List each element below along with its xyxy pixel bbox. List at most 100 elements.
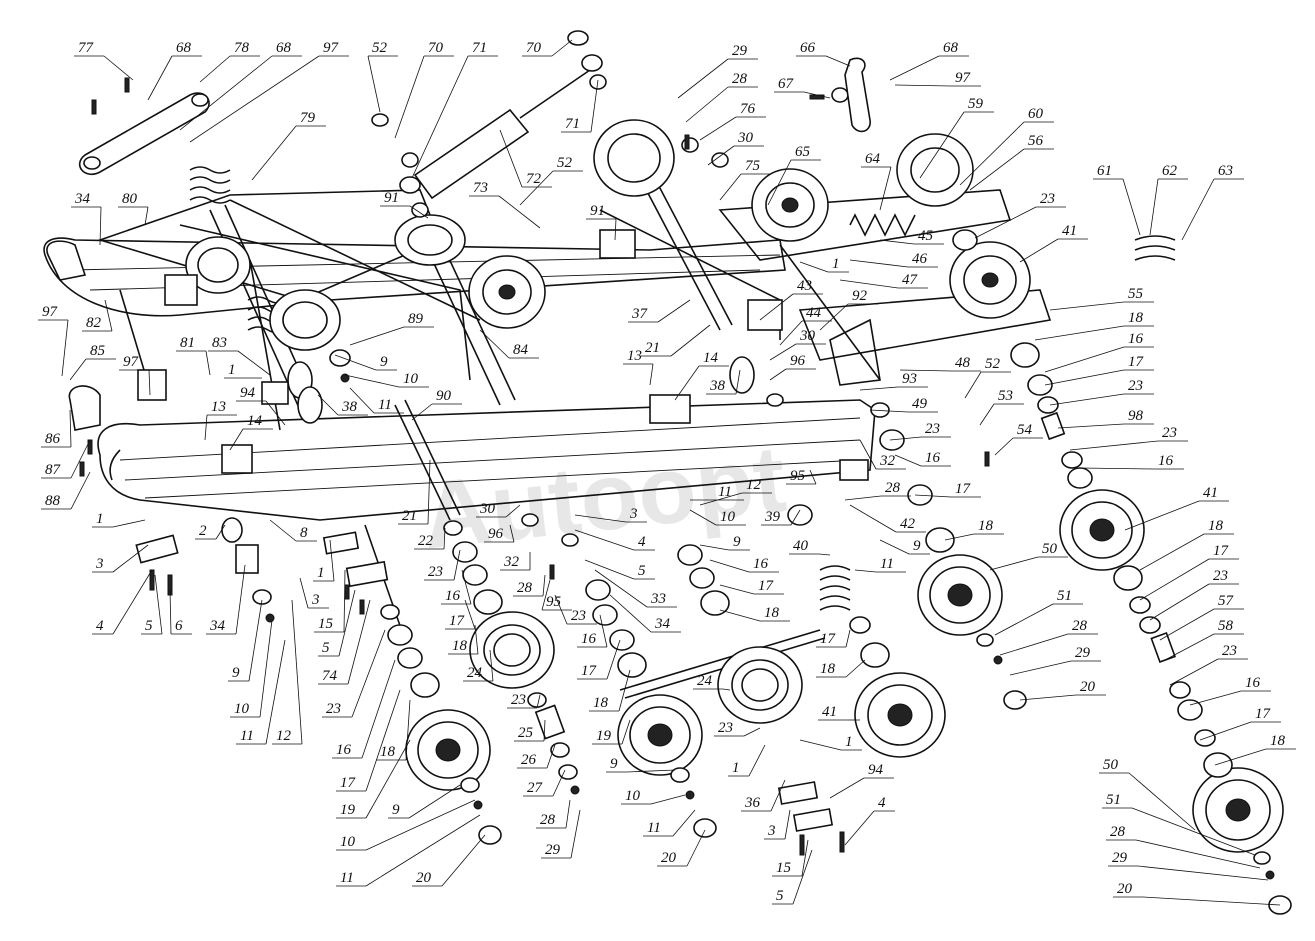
callout-leader — [994, 603, 1054, 636]
callout-number: 63 — [1218, 163, 1233, 179]
mounting-brackets — [135, 229, 869, 832]
callout-number: 21 — [645, 340, 660, 356]
callout-leader — [367, 55, 381, 113]
callout-number: 23 — [925, 421, 940, 437]
callout-24: 24 — [463, 649, 494, 682]
callout-5: 5 — [141, 574, 163, 635]
callout-52: 52 — [964, 356, 1011, 399]
callout-leader — [801, 839, 809, 877]
callout-52: 52 — [367, 40, 398, 113]
callout-65: 65 — [767, 144, 821, 206]
callout-91: 91 — [586, 203, 617, 241]
callout-95: 95 — [541, 579, 572, 611]
callout-number: 10 — [340, 834, 356, 850]
callout-number: 20 — [1080, 679, 1096, 695]
callout-number: 23 — [326, 701, 341, 717]
callout-67: 67 — [774, 76, 831, 99]
callout-leader — [565, 799, 571, 829]
callout-leader — [649, 363, 654, 386]
callout-number: 21 — [402, 508, 417, 524]
callout-leader — [351, 629, 386, 718]
callout-number: 30 — [479, 501, 496, 517]
callout-70: 70 — [522, 39, 573, 57]
callout-leader — [409, 205, 429, 219]
callout-leader — [1122, 178, 1141, 236]
callout-number: 95 — [546, 594, 562, 610]
callout-leader — [1214, 748, 1267, 766]
callout-leader — [112, 569, 153, 635]
callout-9: 9 — [388, 784, 461, 819]
callout-3: 3 — [92, 544, 149, 573]
callout-number: 97 — [323, 40, 340, 56]
callout-leader — [265, 400, 286, 426]
callout-50: 50 — [1099, 757, 1196, 831]
callout-leader — [899, 369, 952, 372]
callout-leader — [989, 556, 1039, 571]
callout-number: 61 — [1097, 163, 1112, 179]
callout-leader — [543, 719, 546, 742]
callout-leader — [959, 121, 1025, 186]
callout-number: 11 — [880, 556, 894, 572]
callout-1: 1 — [313, 539, 335, 582]
callout-number: 94 — [240, 385, 256, 401]
callout-number: 43 — [797, 278, 812, 294]
callout-leader — [974, 206, 1037, 239]
callout-1: 1 — [799, 734, 862, 751]
callout-number: 23 — [428, 564, 443, 580]
callout-leader — [394, 55, 425, 139]
callout-23: 23 — [889, 421, 951, 441]
callout-leader — [1034, 325, 1125, 341]
callout-number: 18 — [1128, 310, 1144, 326]
callout-number: 50 — [1103, 757, 1119, 773]
callout-leader — [609, 594, 652, 633]
callout-36: 36 — [741, 779, 786, 812]
callout-6: 6 — [169, 589, 192, 635]
callout-leader — [748, 744, 766, 777]
idler-wheels — [185, 119, 1284, 853]
callout-leader — [699, 116, 737, 141]
callout-94: 94 — [236, 385, 286, 426]
callout-number: 15 — [776, 860, 792, 876]
callout-13: 13 — [623, 348, 654, 386]
callout-number: 44 — [806, 305, 822, 321]
callout-leader — [650, 794, 686, 805]
callout-number: 14 — [703, 350, 719, 366]
callout-leader — [743, 727, 761, 737]
callout-12: 12 — [699, 477, 772, 506]
callout-59: 59 — [919, 96, 994, 179]
callout-68: 68 — [179, 40, 302, 131]
callout-number: 81 — [180, 335, 195, 351]
callout-leader — [685, 86, 729, 123]
callout-number: 46 — [912, 251, 928, 267]
callout-leader — [719, 609, 761, 622]
callout-85: 85 — [69, 343, 116, 381]
callout-number: 17 — [758, 578, 775, 594]
callout-number: 68 — [276, 40, 292, 56]
callout-leader — [994, 437, 1014, 456]
callout-44: 44 — [779, 305, 832, 346]
callout-leader — [914, 494, 952, 498]
callout-number: 3 — [767, 823, 776, 839]
callout-leader — [879, 539, 910, 555]
callout-23: 23 — [714, 720, 761, 737]
callout-number: 17 — [1213, 543, 1230, 559]
callout-9: 9 — [606, 756, 676, 773]
callout-leader — [269, 519, 297, 542]
callout-leader — [235, 564, 246, 635]
callout-number: 12 — [276, 728, 292, 744]
callout-number: 20 — [661, 850, 677, 866]
callout-16: 16 — [332, 659, 396, 759]
callout-leader — [584, 559, 635, 580]
callout-leader — [265, 639, 286, 745]
callout-9: 9 — [334, 354, 397, 371]
callout-number: 16 — [581, 631, 597, 647]
callout-11: 11 — [854, 556, 906, 573]
callout-72: 72 — [499, 129, 552, 188]
callout-number: 16 — [1158, 453, 1174, 469]
callout-9: 9 — [699, 534, 750, 551]
callout-number: 22 — [418, 533, 434, 549]
callout-leader — [1069, 440, 1159, 451]
callout-number: 88 — [45, 493, 61, 509]
callout-18: 18 — [448, 624, 479, 655]
